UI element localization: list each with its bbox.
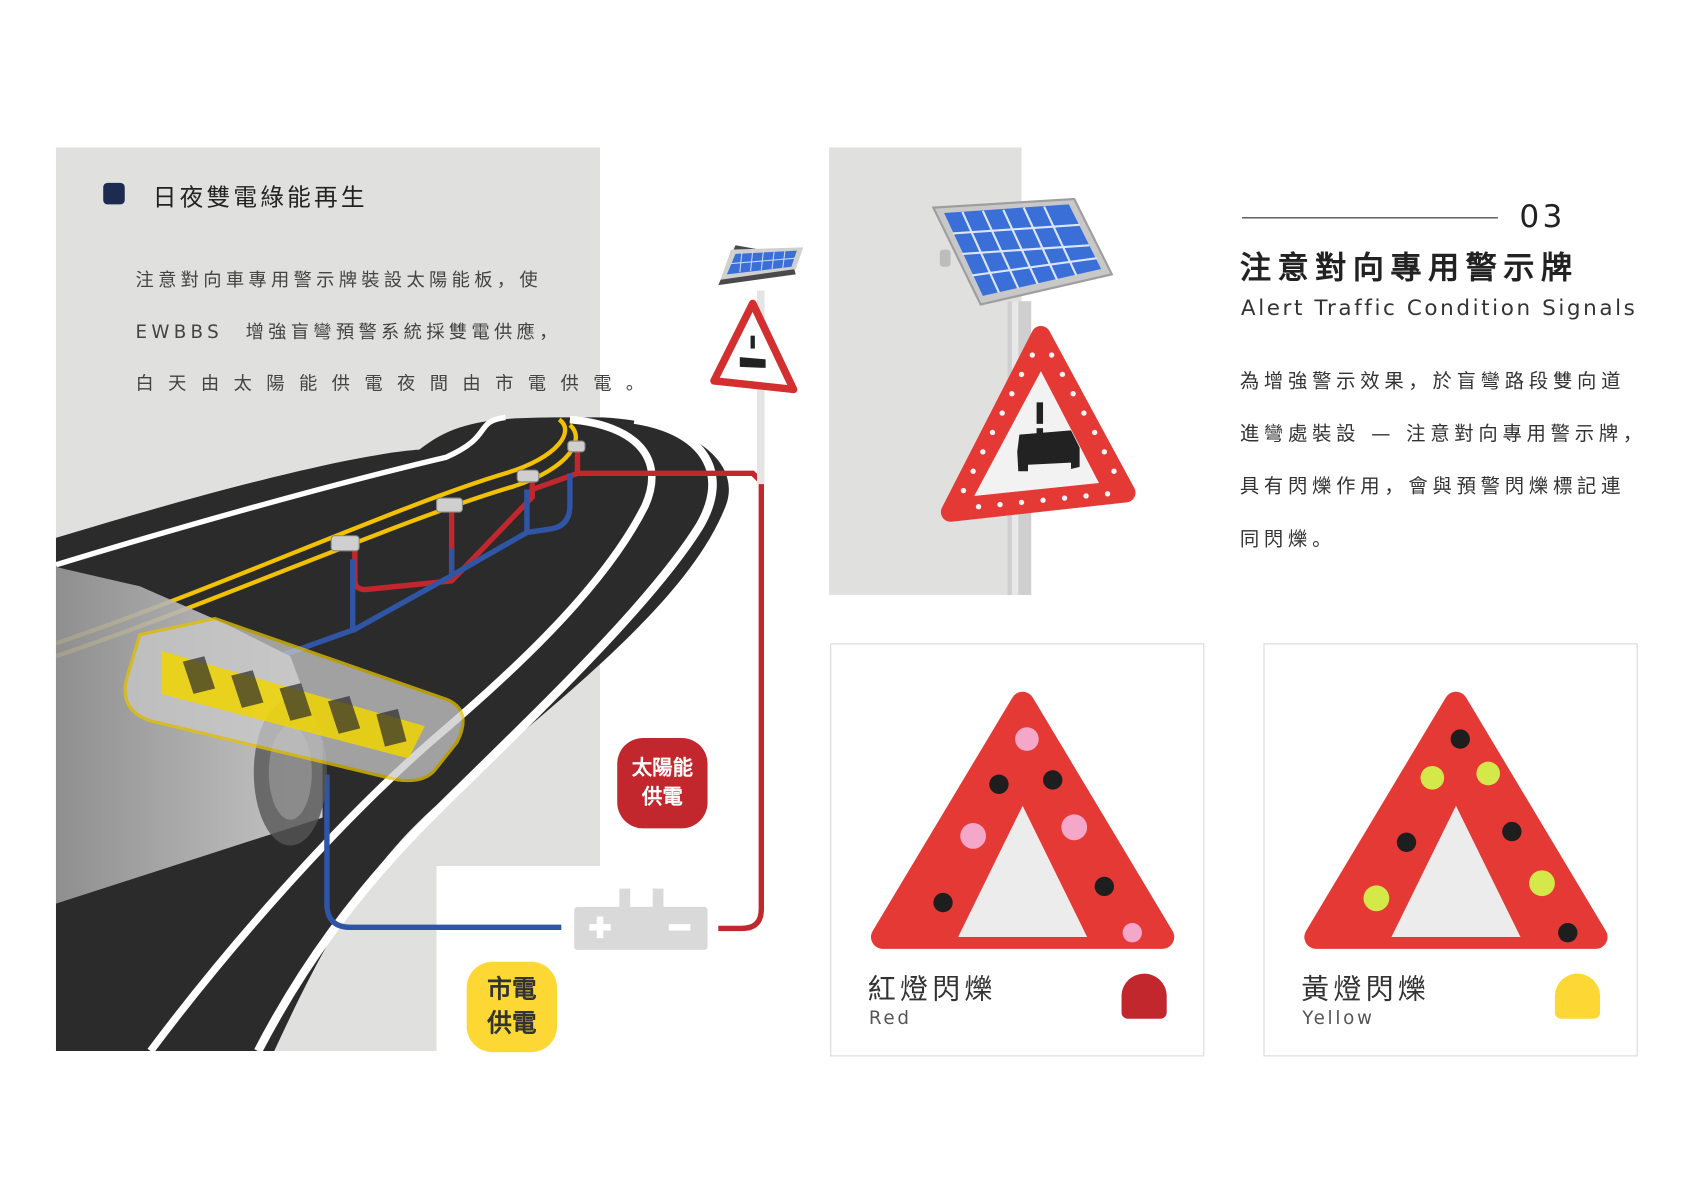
description-line-1: 為增強警示效果，於盲彎路段雙向道 xyxy=(1239,370,1626,393)
road-stud xyxy=(330,535,360,552)
grid-badge-line-2: 供電 xyxy=(487,1010,537,1039)
solar-badge-line-2: 供電 xyxy=(641,785,683,810)
card-sublabel-yellow: Yellow xyxy=(1302,1008,1375,1030)
body-line-1: 注意對向車專用警示牌裝設太陽能板，使 xyxy=(135,270,542,292)
red-color-swatch xyxy=(1121,973,1167,1019)
card-label-yellow: 黃燈閃爍 xyxy=(1301,973,1431,1006)
red-flash-sign-icon xyxy=(870,691,1175,949)
solar-sign-large xyxy=(829,147,1136,595)
red-led-dots xyxy=(933,727,1142,943)
section-bullet-icon xyxy=(103,182,125,205)
road-edge-line xyxy=(55,414,506,568)
road-stud xyxy=(516,469,540,483)
road-edge-line xyxy=(147,415,656,1052)
yellow-color-swatch xyxy=(1554,973,1601,1019)
description-line-4: 同閃爍。 xyxy=(1239,528,1337,551)
page-subtitle: Alert Traffic Condition Signals xyxy=(1240,294,1638,321)
section-title: 日夜雙電綠能再生 xyxy=(152,185,368,212)
yellow-led-dots xyxy=(1363,729,1578,943)
page-title: 注意對向專用警示牌 xyxy=(1239,249,1579,287)
card-sublabel-red: Red xyxy=(868,1008,912,1030)
car-symbol-icon xyxy=(1017,430,1080,472)
sign-led-dots xyxy=(960,352,1117,510)
header-rule xyxy=(1241,217,1498,219)
battery-icon xyxy=(574,888,708,950)
body-line-3: 白 天 由 太 陽 能 供 電 夜 間 由 市 電 供 電 。 xyxy=(135,373,649,395)
description-line-2: 進彎處裝設 — 注意對向專用警示牌， xyxy=(1239,422,1647,446)
description-line-3: 具有閃爍作用，會與預警閃爍標記連 xyxy=(1239,475,1626,499)
section-number: 03 xyxy=(1519,197,1566,235)
card-yellow-flash: 黃燈閃爍 Yellow xyxy=(1263,643,1638,1057)
solar-badge-line-1: 太陽能 xyxy=(631,756,694,781)
grid-wire xyxy=(278,473,573,659)
road-stud xyxy=(567,440,586,453)
grid-badge-line-1: 市電 xyxy=(487,975,537,1004)
road-stud xyxy=(436,497,463,513)
yellow-flash-sign-icon xyxy=(1304,691,1608,949)
body-line-2: EWBBS 增強盲彎預警系統採雙電供應， xyxy=(135,321,562,344)
solar-power-badge: 太陽能 供電 xyxy=(617,737,708,829)
solar-sign-small xyxy=(710,245,804,485)
grid-wire xyxy=(324,774,562,931)
card-label-red: 紅燈閃爍 xyxy=(867,973,997,1006)
flashing-road-marker xyxy=(123,616,465,783)
card-red-flash: 紅燈閃爍 Red xyxy=(830,643,1205,1057)
grid-power-badge: 市電 供電 xyxy=(466,961,558,1053)
